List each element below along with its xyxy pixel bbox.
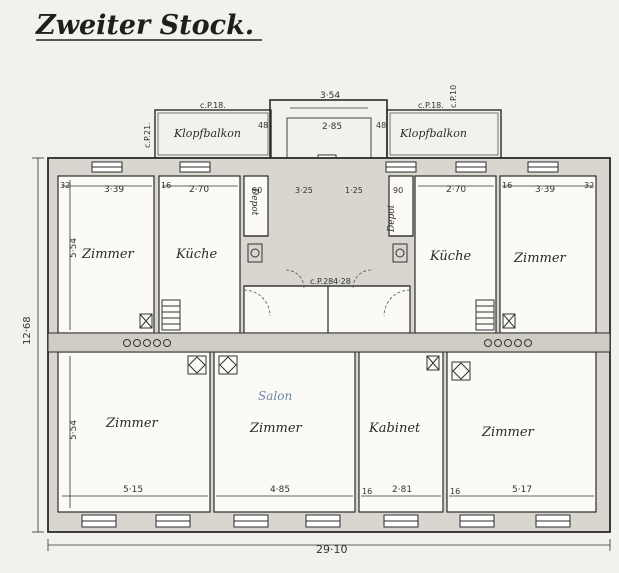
room-depot-right [388,175,414,237]
label-salon-note: Salon [258,389,292,403]
room-kabinet [358,351,444,513]
label-zimmer-bottom-left: Zimmer [105,416,159,431]
dim-wall-32-left: 32 [60,181,70,190]
plan-title: Zweiter Stock. [35,10,254,41]
dim-wall-48-left: 48 [258,121,268,130]
dim-zimmer-tl-h: 5·54 [69,238,79,258]
room-corridor [243,285,411,334]
windows-bottom [81,514,571,528]
dim-cp18-right: c.P.18. [418,101,444,110]
label-kuche-right: Küche [429,249,471,264]
dim-cp18-left: c.P.18. [200,101,226,110]
label-zimmer-bottom-right: Zimmer [481,425,535,440]
stove-circles-right [484,339,532,347]
dim-cp28-mid: c.P.28 [310,277,333,286]
dimension-lines [32,107,611,551]
tile-stoves [187,355,471,381]
center-wall-band [47,332,611,353]
room-depot-left [243,175,269,237]
label-balkon-left: Klopfbalkon [173,127,241,140]
room-zimmer-bottom-left [57,351,211,513]
dim-landing-325: 3·25 [295,186,313,195]
dim-wall-32-right: 32 [584,181,594,190]
label-zimmer-top-left: Zimmer [81,247,135,262]
room-zimmer-top-left [57,175,155,334]
dim-landing: 4·28 [333,277,351,286]
room-zimmer-top-right [499,175,597,334]
room-shapes [57,175,597,513]
label-zimmer-top-right: Zimmer [513,251,567,266]
label-balkon-right: Klopfbalkon [399,127,467,140]
dim-wall-16-c: 16 [362,487,372,496]
dim-depot-w-left: 90 [252,186,262,195]
label-kabinet: Kabinet [368,421,421,436]
dim-wall-48-right: 48 [376,121,386,130]
chimney-boxes [139,299,516,371]
label-depot-left: Depot [249,187,259,216]
dim-stair-width: 3·54 [320,91,340,101]
dim-overall-height: 12·68 [22,316,33,345]
room-zimmer-bottom-center [213,351,356,513]
room-kuche-right [414,175,497,334]
label-depot-right: Depot [387,204,397,233]
dim-depot-w-right: 90 [393,186,403,195]
dim-stair-inner: 2·85 [322,122,342,132]
dim-wall-16-a: 16 [161,181,171,190]
dim-wall-16-d: 16 [450,487,460,496]
dim-zimmer-tr-w: 3·39 [535,185,555,195]
label-zimmer-bottom-center: Zimmer [249,421,303,436]
dim-kuche-r-w: 2·70 [446,185,466,195]
dim-wall-16-b: 16 [502,181,512,190]
windows-top [91,161,559,173]
dim-zimmer-bl-h: 5·54 [69,420,79,440]
dim-cp10-right: c.P.10 [449,85,458,108]
stove-circles-left [123,339,171,347]
dim-zimmer-br-w: 5·17 [512,485,532,495]
dim-overall-width: 29·10 [316,543,348,556]
dim-zimmer-bl-w: 5·15 [123,485,143,495]
dim-zimmer-tl-w: 3·39 [104,185,124,195]
dim-kuche-l-w: 2·70 [189,185,209,195]
dim-zimmer-bc-w: 4·85 [270,485,290,495]
dim-landing-125: 1·25 [345,186,363,195]
toilets [247,243,408,263]
label-kuche-left: Küche [175,247,217,262]
dim-kabinet-w: 2·81 [392,485,412,495]
dim-cp21-left: c.P.21. [143,122,152,148]
